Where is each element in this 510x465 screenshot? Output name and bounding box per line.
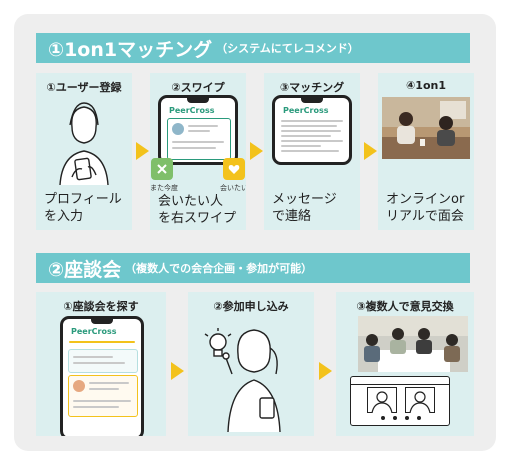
step-caption-line1: 会いたい人	[158, 194, 224, 209]
video-participant-icon	[367, 387, 397, 413]
step-matching: ③マッチング PeerCross メッセージ で連絡	[264, 73, 360, 230]
section2-title: ②座談会	[48, 258, 122, 281]
roundtable-phone-screen: PeerCross	[60, 316, 144, 436]
app-logo: PeerCross	[71, 327, 117, 336]
skip-icon	[151, 158, 173, 180]
step-label: ③複数人で意見交換	[356, 300, 454, 313]
event-card	[68, 349, 138, 373]
arrow-right-icon	[364, 142, 377, 160]
section2-banner: ②座談会 （複数人での会合企画・参加が可能）	[36, 253, 470, 283]
step-label: ①ユーザー登録	[46, 81, 122, 94]
video-call-window	[350, 376, 450, 426]
section1-title: ①1on1マッチング	[48, 38, 213, 61]
message-phone-screen: PeerCross	[272, 95, 352, 165]
step-1on1: ④1on1 オンラインor リアルで面会	[378, 73, 474, 230]
arrow-right-icon	[250, 142, 263, 160]
meeting-photo	[382, 97, 470, 159]
arrow-right-icon	[319, 362, 332, 380]
section2-subtitle: （複数人での会合企画・参加が可能）	[125, 262, 313, 275]
step-find-roundtable: ①座談会を探す PeerCross	[36, 292, 166, 436]
event-avatar	[73, 380, 85, 392]
step-caption-line1: メッセージ	[272, 192, 337, 207]
phone-notch	[187, 98, 209, 103]
profile-avatar	[172, 123, 184, 135]
step-caption-line1: プロフィール	[44, 192, 122, 207]
step-group-discussion: ③複数人で意見交換	[336, 292, 474, 436]
person-with-phone-illustration	[59, 102, 109, 186]
like-icon	[223, 158, 245, 180]
phone-notch	[301, 98, 323, 103]
video-participant-icon	[405, 387, 435, 413]
call-controls	[381, 416, 421, 420]
window-titlebar	[351, 377, 449, 385]
step-caption-line2: を右スワイプ	[158, 211, 237, 226]
step-apply: ②参加申し込み	[188, 292, 314, 436]
arrow-right-icon	[171, 362, 184, 380]
app-logo: PeerCross	[169, 106, 215, 115]
group-discussion-photo	[358, 316, 468, 372]
step-caption-line2: リアルで面会	[386, 209, 464, 224]
step-caption-line2: で連絡	[272, 209, 312, 224]
step-caption-line2: を入力	[44, 209, 84, 224]
step-label: ③マッチング	[279, 81, 345, 94]
swipe-left-tag: また今度	[150, 184, 178, 192]
swipe-phone-screen: PeerCross	[158, 95, 238, 165]
section1-subtitle: （システムにてレコメンド）	[216, 42, 359, 55]
step-user-registration: ①ユーザー登録 プロフィール を入力	[36, 73, 132, 230]
phone-notch	[91, 319, 113, 324]
profile-card	[167, 118, 231, 160]
app-logo: PeerCross	[283, 106, 329, 115]
step-label: ④1on1	[405, 79, 446, 92]
step-label: ②参加申し込み	[213, 300, 289, 313]
step-label: ②スワイプ	[171, 81, 225, 94]
swipe-right-tag: 会いたい	[220, 184, 246, 192]
step-label: ①座談会を探す	[63, 300, 139, 313]
section1-banner: ①1on1マッチング （システムにてレコメンド）	[36, 33, 470, 63]
arrow-right-icon	[136, 142, 149, 160]
step-swipe: ②スワイプ PeerCross また今度 会いたい 会いたい人 を右スワイプ	[150, 73, 246, 230]
event-card	[68, 375, 138, 417]
step-caption-line1: オンラインor	[386, 192, 465, 207]
person-with-idea-illustration	[204, 328, 281, 433]
